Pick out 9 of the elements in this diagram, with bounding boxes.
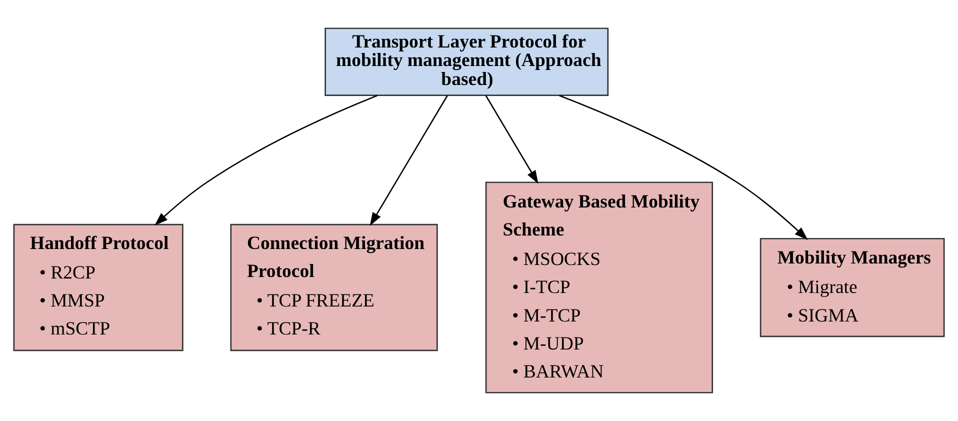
node-box: Handoff Protocol • R2CP • MMSP • mSCTP: [13, 224, 184, 352]
arrow: [154, 94, 378, 226]
arrow: [559, 94, 808, 240]
arrow: [370, 95, 448, 226]
node-box: Transport Layer Protocol for mobility management (Approach based): [324, 28, 609, 96]
node-box: Connection Migration Protocol • TCP FREEZE • TCP-R: [230, 224, 438, 352]
arrow: [485, 95, 538, 184]
node-box: Gateway Based Mobility Scheme • MSOCKS • I-TCP • M-TCP • M-UDP • BARWAN: [485, 182, 714, 394]
node-box: Mobility Managers • Migrate • SIGMA: [760, 238, 945, 338]
